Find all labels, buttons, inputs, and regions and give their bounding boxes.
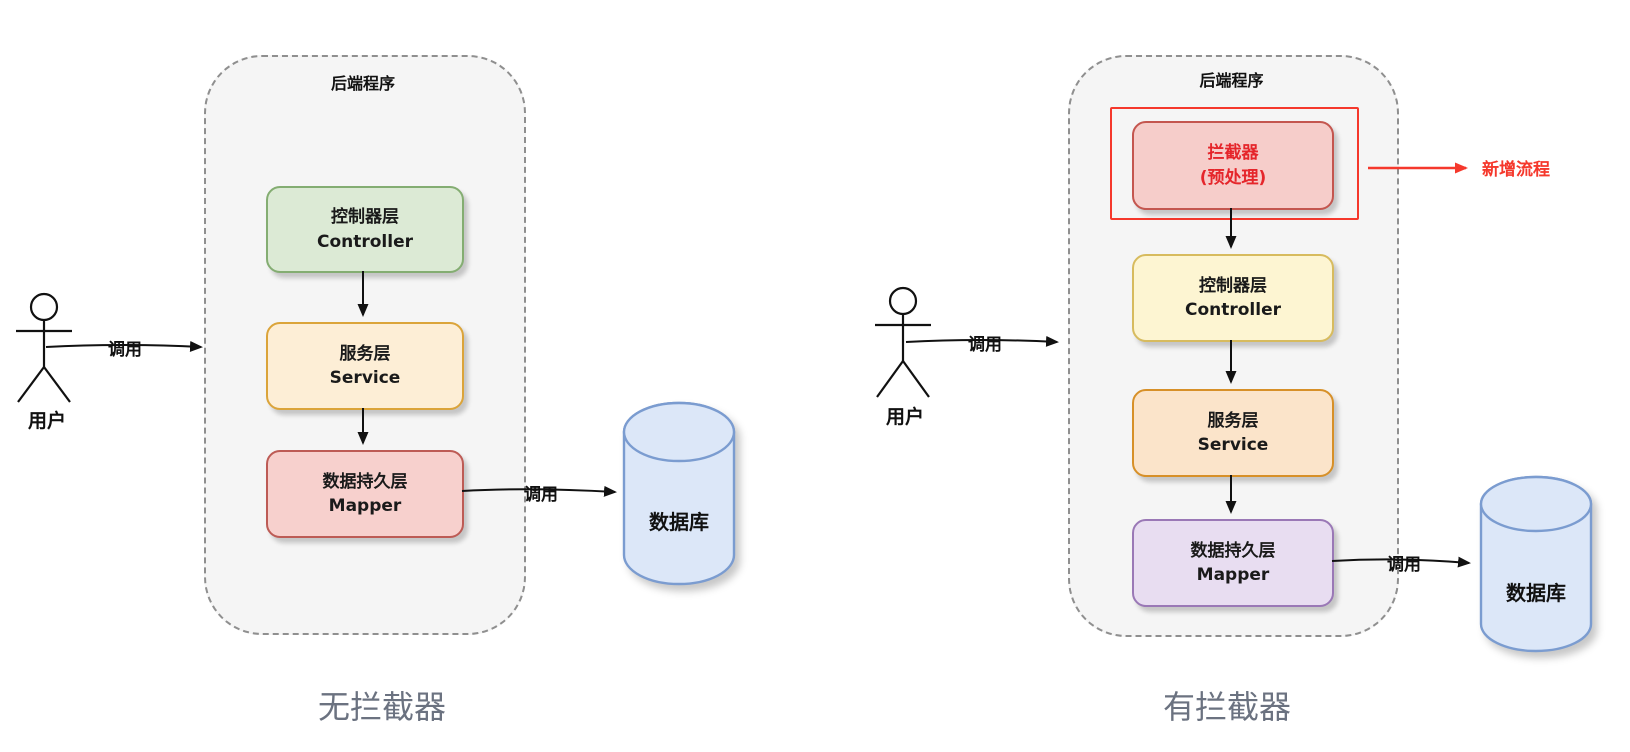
- call-label-db-right: 调用: [1387, 555, 1421, 575]
- database-label-left: 数据库: [649, 510, 709, 534]
- node-service-left-title: 服务层: [339, 343, 391, 364]
- actor-figure-left: [16, 292, 72, 403]
- actor-leg-left: [876, 360, 904, 398]
- node-interceptor-title: 拦截器: [1207, 143, 1259, 164]
- node-interceptor-subtitle: (预处理): [1199, 167, 1267, 188]
- database-cylinder-right: [1478, 474, 1594, 654]
- interceptor-highlight-frame: [1110, 107, 1359, 220]
- node-controller-right-title: 控制器层: [1199, 275, 1267, 296]
- actor-head: [888, 286, 918, 316]
- database-cylinder-right-shape: [1479, 475, 1593, 653]
- actor-leg-right: [902, 360, 930, 398]
- caption-with-interceptor: 有拦截器: [1162, 689, 1291, 725]
- call-label-user-left: 调用: [108, 340, 142, 360]
- cylinder-top: [622, 401, 736, 463]
- node-mapper-right-subtitle: Mapper: [1196, 565, 1270, 585]
- backend-container-right-title: 后端程序: [1199, 71, 1264, 90]
- backend-container-left-title: 后端程序: [330, 74, 395, 93]
- call-label-user-right: 调用: [968, 335, 1002, 355]
- annotation-new-flow-label: 新增流程: [1482, 160, 1550, 180]
- node-controller-left: 控制器层 Controller: [266, 186, 464, 273]
- node-service-left-subtitle: Service: [329, 368, 401, 388]
- node-controller-left-subtitle: Controller: [316, 231, 413, 252]
- node-service-right-title: 服务层: [1207, 410, 1259, 431]
- cylinder-top: [1479, 475, 1593, 533]
- database-label-right: 数据库: [1506, 581, 1566, 605]
- node-service-left: 服务层 Service: [266, 322, 464, 410]
- node-mapper-right-title: 数据持久层: [1190, 540, 1276, 561]
- node-mapper-right: 数据持久层 Mapper: [1132, 519, 1334, 607]
- database-cylinder-left: [621, 400, 737, 587]
- node-mapper-left: 数据持久层 Mapper: [266, 450, 464, 538]
- actor-label-left: 用户: [27, 410, 66, 432]
- node-interceptor: 拦截器 (预处理): [1132, 121, 1334, 210]
- node-service-right: 服务层 Service: [1132, 389, 1334, 477]
- node-controller-left-title: 控制器层: [331, 207, 399, 228]
- actor-head: [29, 292, 59, 322]
- actor-label-right: 用户: [885, 406, 924, 428]
- actor-leg-left: [17, 366, 45, 403]
- call-label-db-left: 调用: [524, 485, 558, 505]
- database-cylinder-left-shape: [622, 401, 736, 586]
- node-controller-right-subtitle: Controller: [1184, 300, 1281, 320]
- caption-without-interceptor: 无拦截器: [317, 689, 446, 725]
- actor-figure-right: [875, 286, 931, 398]
- node-mapper-left-title: 数据持久层: [322, 471, 408, 492]
- node-mapper-left-subtitle: Mapper: [328, 496, 402, 516]
- actor-leg-right: [43, 366, 71, 403]
- node-service-right-subtitle: Service: [1197, 435, 1269, 455]
- node-controller-right: 控制器层 Controller: [1132, 254, 1334, 342]
